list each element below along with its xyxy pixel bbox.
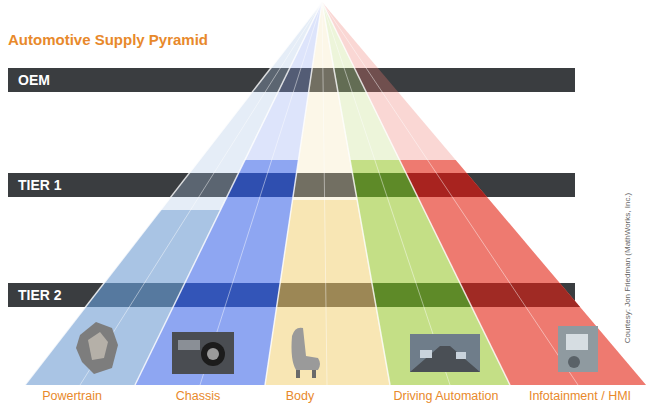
- wheel: [201, 342, 225, 366]
- wedge-pale: [0, 0, 646, 385]
- wedge-tier2: [0, 283, 646, 307]
- body-wedge: [0, 0, 646, 385]
- wedge-tier2: [0, 283, 646, 307]
- wedge-tier2: [0, 283, 646, 307]
- road-photo: [410, 334, 480, 372]
- category-label: Driving Automation: [394, 390, 499, 404]
- wedge-subdividers: [80, 2, 578, 385]
- wedge-subdivider: [80, 2, 322, 385]
- tier-band: TIER 1: [8, 173, 108, 197]
- driving-automation-wedge: [0, 0, 646, 385]
- wedge-tier1: [0, 173, 646, 197]
- interior-photo: [558, 326, 598, 372]
- screen: [566, 334, 588, 350]
- wedge-border: [25, 2, 322, 385]
- wedge-border: [135, 2, 322, 385]
- category-label: Powertrain: [42, 390, 102, 404]
- tier-label: TIER 1: [18, 178, 62, 192]
- infotainment-wedge: [0, 0, 646, 385]
- wedge-pale: [0, 0, 646, 385]
- seat: [292, 328, 321, 370]
- wedge-subdivider: [200, 2, 322, 385]
- wedge-border: [322, 2, 510, 385]
- tier-band: TIER 2: [8, 283, 108, 307]
- category-label: Chassis: [176, 390, 220, 404]
- engine-picture: [76, 322, 118, 374]
- wedge-pale: [0, 0, 646, 385]
- interior-picture: [558, 326, 598, 372]
- chassis-photo: [172, 332, 234, 374]
- seat-leg: [296, 370, 300, 378]
- wedge-subdivider: [322, 2, 327, 385]
- seat-leg: [312, 370, 316, 378]
- chassis-wedge: [0, 0, 646, 385]
- wedge-fill: [0, 160, 646, 385]
- powertrain-wedge: [0, 0, 646, 385]
- category-label: Body: [286, 390, 315, 404]
- car: [456, 352, 466, 359]
- wedge-border: [265, 2, 322, 385]
- tier-band: OEM: [8, 68, 108, 92]
- wedge-subdivider: [322, 2, 578, 385]
- category-label: Infotainment / HMI: [529, 390, 631, 404]
- engine-block: [76, 322, 118, 374]
- chassis-part: [178, 340, 200, 350]
- tier-label: OEM: [18, 73, 50, 87]
- wedge-tier2: [0, 283, 646, 307]
- car: [420, 350, 432, 358]
- diagram-title: Automotive Supply Pyramid: [8, 32, 208, 47]
- wedge-tier2: [0, 283, 646, 307]
- road: [410, 346, 480, 372]
- wedge-borders: [25, 2, 510, 385]
- credit-note: Courtesy: Jon Friedman (MathWorks, Inc.): [624, 193, 633, 344]
- road-picture: [410, 334, 480, 372]
- wedge-fill: [0, 160, 646, 385]
- tier-label: TIER 2: [18, 288, 62, 302]
- wedge-pale: [0, 0, 646, 385]
- knob: [568, 356, 580, 368]
- wedge-pale: [0, 0, 646, 385]
- engine-detail: [88, 332, 108, 360]
- wedge-tier1: [0, 173, 646, 197]
- wedge-border: [322, 2, 390, 385]
- seat-picture: [292, 328, 321, 378]
- wheel-hub: [207, 348, 219, 360]
- chassis-picture: [172, 332, 234, 374]
- wedge-subdivider: [322, 2, 450, 385]
